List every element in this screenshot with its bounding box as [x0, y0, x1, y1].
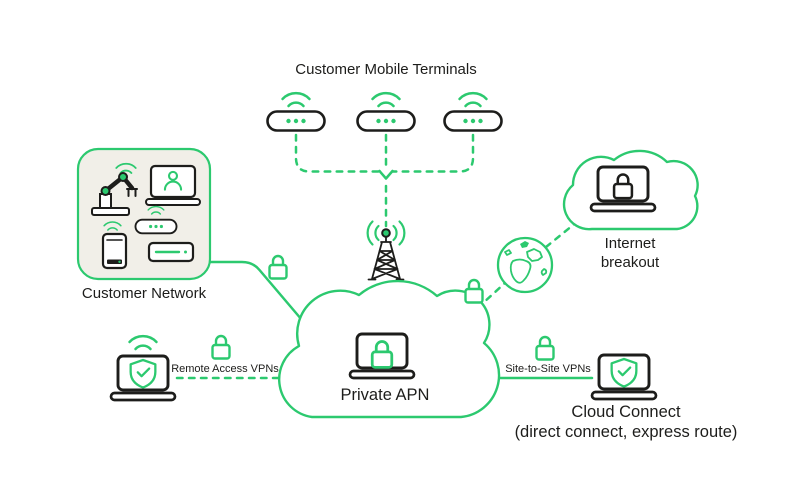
cloud-connect-subtitle: (direct connect, express route) [515, 423, 738, 441]
wifi-icon [281, 91, 311, 108]
shield-check-icon [610, 357, 638, 388]
remote-access-label: Remote Access VPNs [171, 363, 279, 375]
customer-mobile-terminals-title: Customer Mobile Terminals [295, 61, 476, 78]
customer-network-apn-link [208, 260, 315, 335]
tower-lattice [367, 236, 405, 281]
wifi-icon [128, 334, 158, 351]
cloud-connect-label: Cloud Connect [571, 403, 681, 421]
internet-breakout-label-line2: breakout [601, 254, 660, 271]
cell-tower-icon [366, 220, 406, 281]
signal-arc [398, 220, 406, 246]
mobile-terminal-icon [266, 110, 326, 132]
remote-access-group: Remote Access VPNs [109, 334, 279, 402]
internet-breakout-label-line1: Internet [605, 235, 657, 252]
terminal-link-left [294, 133, 381, 173]
customer-network-label: Customer Network [82, 285, 207, 302]
signal-arc [392, 224, 398, 242]
laptop-user-icon [145, 164, 201, 206]
internet-breakout-group: Internet breakout [562, 149, 699, 271]
private-apn-label: Private APN [341, 386, 430, 404]
wifi-icon [371, 91, 401, 108]
connector-lines [175, 133, 594, 380]
router-icon [147, 241, 195, 263]
cloud-connect-group: Site-to-Site VPNs Cloud Connect (direct … [505, 353, 738, 441]
private-apn-group: Private APN [278, 279, 501, 419]
lock-icon [464, 278, 484, 304]
customer-network-group: Customer Network [76, 147, 212, 302]
lock-icon [211, 334, 231, 360]
terminal-pill [134, 218, 178, 235]
arrow-down-icon [378, 169, 394, 180]
mobile-terminal-icon [356, 110, 416, 132]
customer-mobile-terminals-group: Customer Mobile Terminals [266, 61, 503, 132]
lock-icon [268, 254, 288, 280]
site-to-site-label: Site-to-Site VPNs [505, 363, 591, 375]
antenna-dot [381, 228, 391, 238]
signal-arc [374, 224, 380, 242]
mobile-terminal-icon [443, 110, 503, 132]
terminal-link-right [391, 133, 475, 173]
robot-arm-icon [91, 162, 138, 216]
smartphone-icon [101, 221, 128, 270]
signal-arc [366, 220, 374, 246]
shield-check-icon [129, 358, 157, 389]
lock-icon [535, 335, 555, 361]
wifi-icon [458, 91, 488, 108]
globe-icon [496, 236, 554, 294]
